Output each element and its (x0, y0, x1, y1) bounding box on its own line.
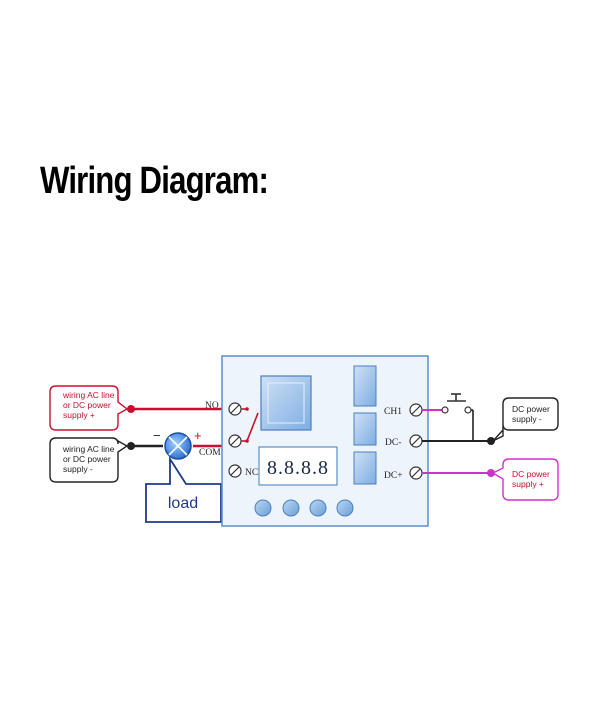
terminal-no-screw (228, 402, 242, 416)
callout-ac-plus-line2: or DC power (63, 400, 111, 410)
callout-ac-minus-line2: or DC power (63, 454, 111, 464)
board-button-3[interactable] (309, 499, 327, 517)
callout-dc-minus-line1: DC power (512, 404, 550, 414)
callout-dc-minus-supply: DC power supply - (492, 397, 559, 442)
relay-board: 8.8.8.8 NO COM NC (199, 355, 429, 527)
callout-dc-minus-line2: supply - (512, 414, 542, 424)
callout-ac-plus-line1: wiring AC line (62, 390, 115, 400)
callout-ac-plus-line3: supply + (63, 410, 95, 420)
terminal-dc-plus-label: DC+ (384, 471, 403, 481)
callout-ac-minus: wiring AC line or DC power supply - (49, 437, 129, 483)
board-button-4[interactable] (336, 499, 354, 517)
callout-dc-plus-supply: DC power supply + (491, 458, 559, 501)
push-button-switch (447, 393, 472, 414)
terminal-nc-label: NC (245, 468, 258, 478)
callout-ac-plus: wiring AC line or DC power supply + (49, 385, 129, 431)
relay-contact (241, 407, 259, 443)
component-block-1 (353, 365, 377, 407)
callout-ac-minus-line1: wiring AC line (62, 444, 115, 454)
load-label-box: load (145, 455, 222, 523)
callout-dc-plus-line2: supply + (512, 479, 544, 489)
terminal-dc-minus-label: DC- (385, 438, 401, 448)
terminal-com-screw (228, 434, 242, 448)
load-minus-sign: − (153, 428, 161, 443)
load-label: load (168, 495, 198, 512)
wire-ac-plus (127, 405, 229, 413)
callout-dc-plus-line1: DC power (512, 469, 550, 479)
board-button-2[interactable] (282, 499, 300, 517)
terminal-nc-screw (228, 464, 242, 478)
load-plus-sign: + (194, 428, 202, 443)
terminal-ch1-label: CH1 (384, 407, 402, 417)
terminal-dc-plus-screw (409, 466, 423, 480)
component-block-2 (353, 412, 377, 446)
wire-switch-to-dc-minus (471, 409, 474, 441)
terminal-no-label: NO (205, 401, 219, 411)
diagram-title: Wiring Diagram: (40, 160, 269, 202)
load-lamp: − + (153, 428, 202, 460)
wire-ch1 (422, 406, 449, 414)
relay-block (260, 375, 312, 431)
wire-ac-minus (127, 442, 163, 450)
component-block-3 (353, 451, 377, 485)
terminal-com-label: COM (199, 448, 221, 458)
led-display-digits: 8.8.8.8 (267, 457, 329, 479)
wire-dc-minus (422, 437, 495, 445)
board-button-1[interactable] (254, 499, 272, 517)
terminal-ch1-screw (409, 403, 423, 417)
wire-dc-plus (422, 469, 495, 477)
terminal-dc-minus-screw (409, 434, 423, 448)
callout-ac-minus-line3: supply - (63, 464, 93, 474)
led-display: 8.8.8.8 (258, 446, 338, 486)
